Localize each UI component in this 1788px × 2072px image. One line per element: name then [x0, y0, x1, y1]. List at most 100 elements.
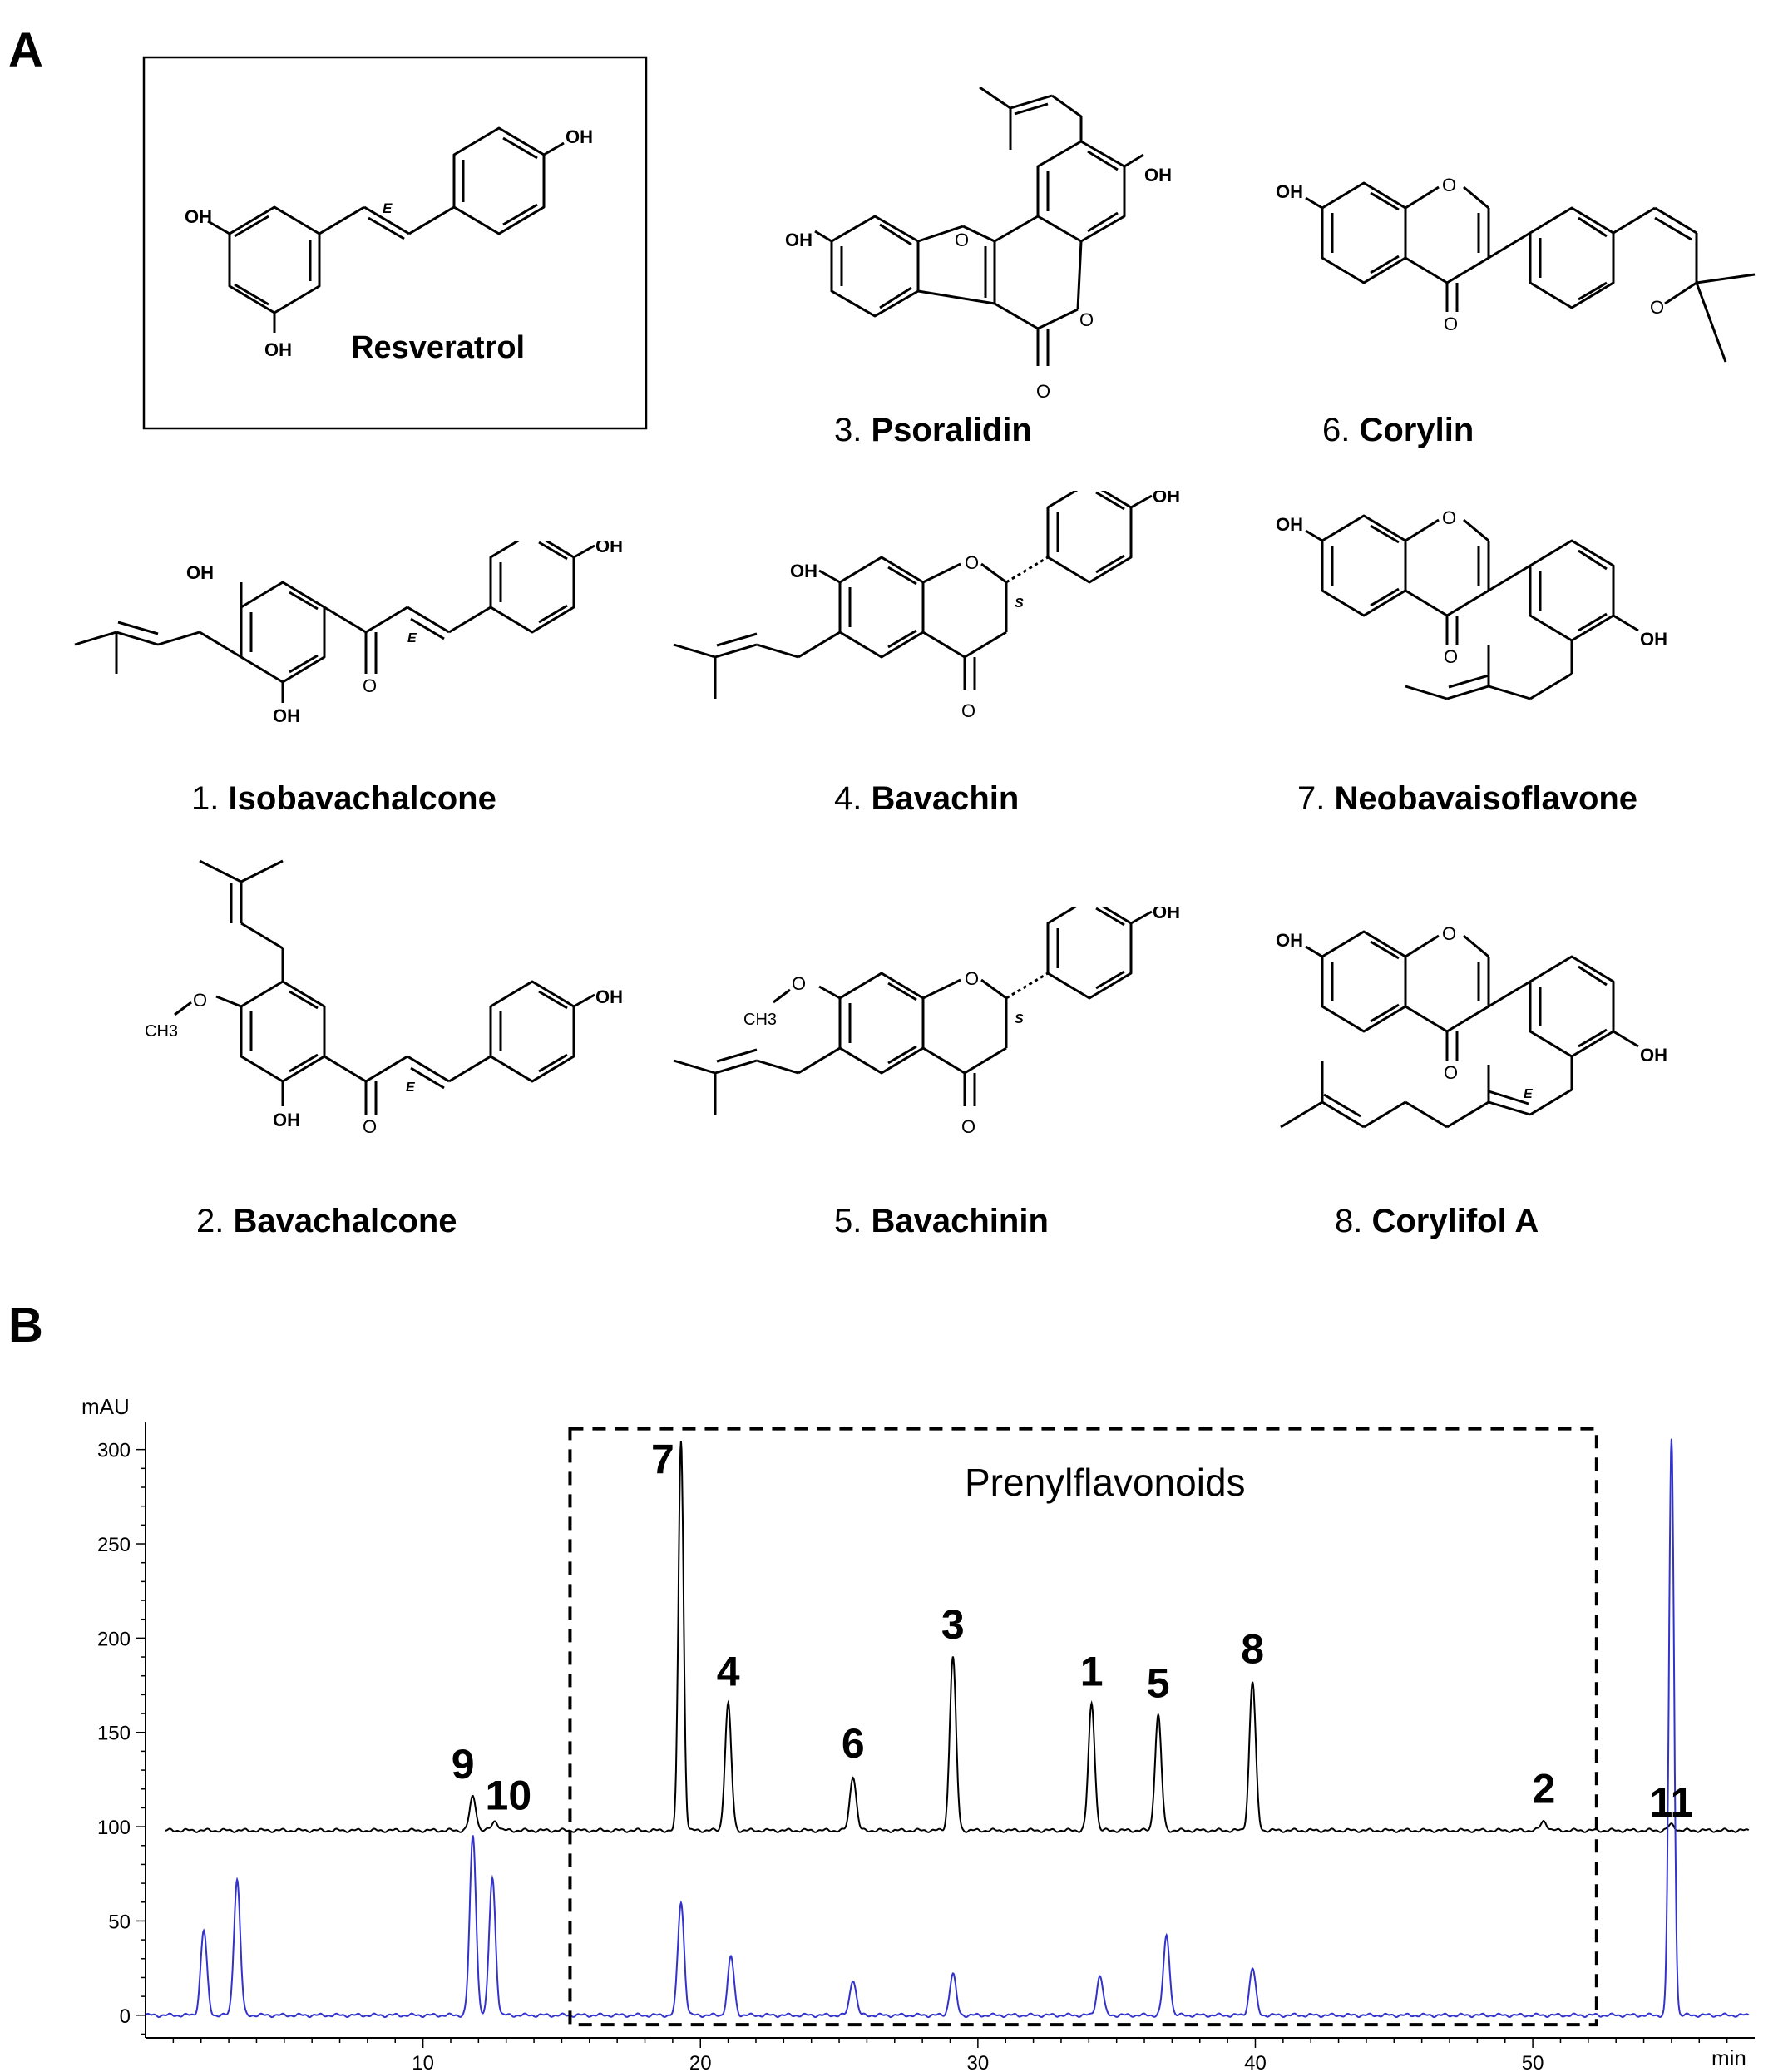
neobavaisoflavone-structure: OH OH O O	[1276, 507, 1667, 700]
oh-label: OH	[1276, 181, 1303, 202]
compound-number: 6.	[1322, 412, 1351, 448]
stereo-e-label: E	[406, 1081, 416, 1095]
caption-corylifol-a: 8. Corylifol A	[1335, 1204, 1539, 1238]
oh-label: OH	[566, 126, 593, 147]
oh-label: OH	[273, 705, 300, 726]
caption-bavachin: 4. Bavachin	[834, 782, 1019, 815]
compound-name: Neobavaisoflavone	[1334, 780, 1638, 817]
peak-label: 3	[941, 1601, 965, 1648]
o-label: O	[363, 675, 377, 696]
x-tick-label: 20	[689, 2052, 712, 2071]
o-label: O	[1036, 381, 1050, 402]
caption-corylin: 6. Corylin	[1322, 413, 1474, 447]
oh-label: OH	[595, 541, 623, 556]
bavachinin-structure: O CH3 OH O O S	[673, 907, 1180, 1137]
y-tick-label: 200	[97, 1628, 131, 1650]
compound-number: 8.	[1335, 1203, 1363, 1239]
peak-label: 6	[842, 1720, 865, 1767]
o-label: O	[1442, 923, 1456, 944]
x-tick-label: 30	[967, 2052, 990, 2071]
corylin-structure: OH O O O	[1276, 175, 1756, 363]
stereo-s-label: S	[1015, 1012, 1024, 1026]
oh-label: OH	[185, 206, 212, 227]
o-label: O	[961, 1116, 975, 1137]
o-label: O	[193, 990, 207, 1011]
caption-isobavachalcone: 1. Isobavachalcone	[191, 782, 496, 815]
compound-number: 3.	[834, 412, 862, 448]
series-line	[145, 1438, 1750, 2019]
o-label: O	[1444, 646, 1458, 667]
o-label: O	[955, 230, 969, 250]
compound-name: Corylifol A	[1371, 1203, 1539, 1239]
stereo-e-label: E	[383, 200, 393, 216]
oh-label: OH	[1153, 907, 1180, 922]
caption-bavachalcone: 2. Bavachalcone	[196, 1204, 457, 1238]
peak-label: 2	[1533, 1765, 1556, 1812]
compound-number: 1.	[191, 780, 220, 817]
oh-label: OH	[1276, 930, 1303, 951]
oh-label: OH	[595, 987, 623, 1007]
oh-label: OH	[1276, 514, 1303, 535]
o-label: O	[1650, 297, 1664, 318]
oh-label: OH	[1153, 491, 1180, 507]
caption-neobavaisoflavone: 7. Neobavaisoflavone	[1297, 782, 1637, 815]
series-line	[165, 1441, 1750, 1833]
oh-label: OH	[264, 339, 292, 360]
stereo-e-label: E	[407, 631, 417, 645]
x-tick-label: 40	[1244, 2052, 1267, 2071]
chart-traces	[145, 1438, 1750, 2019]
o-label: O	[792, 973, 806, 994]
peak-label: 4	[717, 1649, 740, 1695]
compound-number: 2.	[196, 1203, 225, 1239]
peak-label: 11	[1649, 1779, 1693, 1826]
x-axis-unit: min	[1711, 2045, 1746, 2070]
o-label: O	[1079, 309, 1094, 330]
psoralidin-structure: OH OH O O O	[785, 86, 1172, 402]
oh-label: OH	[1640, 629, 1667, 650]
ch3-label: CH3	[743, 1011, 777, 1029]
oh-label: OH	[1640, 1045, 1667, 1066]
oh-label: OH	[1144, 165, 1172, 185]
resveratrol-structure: OH OH OH E Resveratrol	[142, 56, 648, 430]
caption-psoralidin: 3. Psoralidin	[834, 413, 1032, 447]
compound-name: Bavachin	[871, 780, 1020, 817]
panel-label-a: A	[8, 23, 43, 77]
caption-bavachinin: 5. Bavachinin	[834, 1204, 1049, 1238]
corylifol-a-structure: OH OH O O E	[1276, 923, 1667, 1129]
compound-name: Isobavachalcone	[228, 780, 496, 817]
y-axis-unit: mAU	[81, 1394, 130, 1419]
y-tick-label: 0	[120, 2005, 131, 2028]
x-tick-label: 50	[1522, 2052, 1544, 2071]
peak-label: 5	[1147, 1659, 1170, 1706]
o-label: O	[965, 968, 979, 989]
o-label: O	[961, 700, 975, 721]
compound-number: 4.	[834, 780, 862, 817]
resveratrol-name: Resveratrol	[351, 330, 525, 365]
o-label: O	[965, 552, 979, 573]
isobavachalcone-structure: OH OH OH O E	[74, 541, 623, 726]
peak-label: 1	[1080, 1649, 1104, 1695]
y-tick-label: 300	[97, 1440, 131, 1462]
prenylflavonoids-label: Prenylflavonoids	[965, 1461, 1246, 1504]
x-tick-label: 10	[412, 2052, 434, 2071]
ch3-label: CH3	[145, 1022, 178, 1041]
y-tick-label: 50	[108, 1911, 131, 1933]
compound-name: Psoralidin	[871, 412, 1032, 448]
compound-number: 7.	[1297, 780, 1326, 817]
peak-label: 7	[651, 1436, 674, 1482]
bavachalcone-structure: O CH3 OH OH O E	[145, 859, 623, 1137]
o-label: O	[1444, 314, 1458, 334]
oh-label: OH	[186, 562, 214, 583]
bavachin-structure: OH OH O O S	[673, 491, 1180, 721]
peak-label: 8	[1241, 1626, 1264, 1673]
stereo-e-label: E	[1524, 1087, 1534, 1101]
compound-number: 5.	[834, 1203, 862, 1239]
oh-label: OH	[785, 230, 813, 250]
y-tick-label: 150	[97, 1723, 131, 1745]
o-label: O	[1444, 1062, 1458, 1083]
panel-label-b: B	[8, 1298, 43, 1352]
peak-label: 10	[486, 1772, 532, 1818]
